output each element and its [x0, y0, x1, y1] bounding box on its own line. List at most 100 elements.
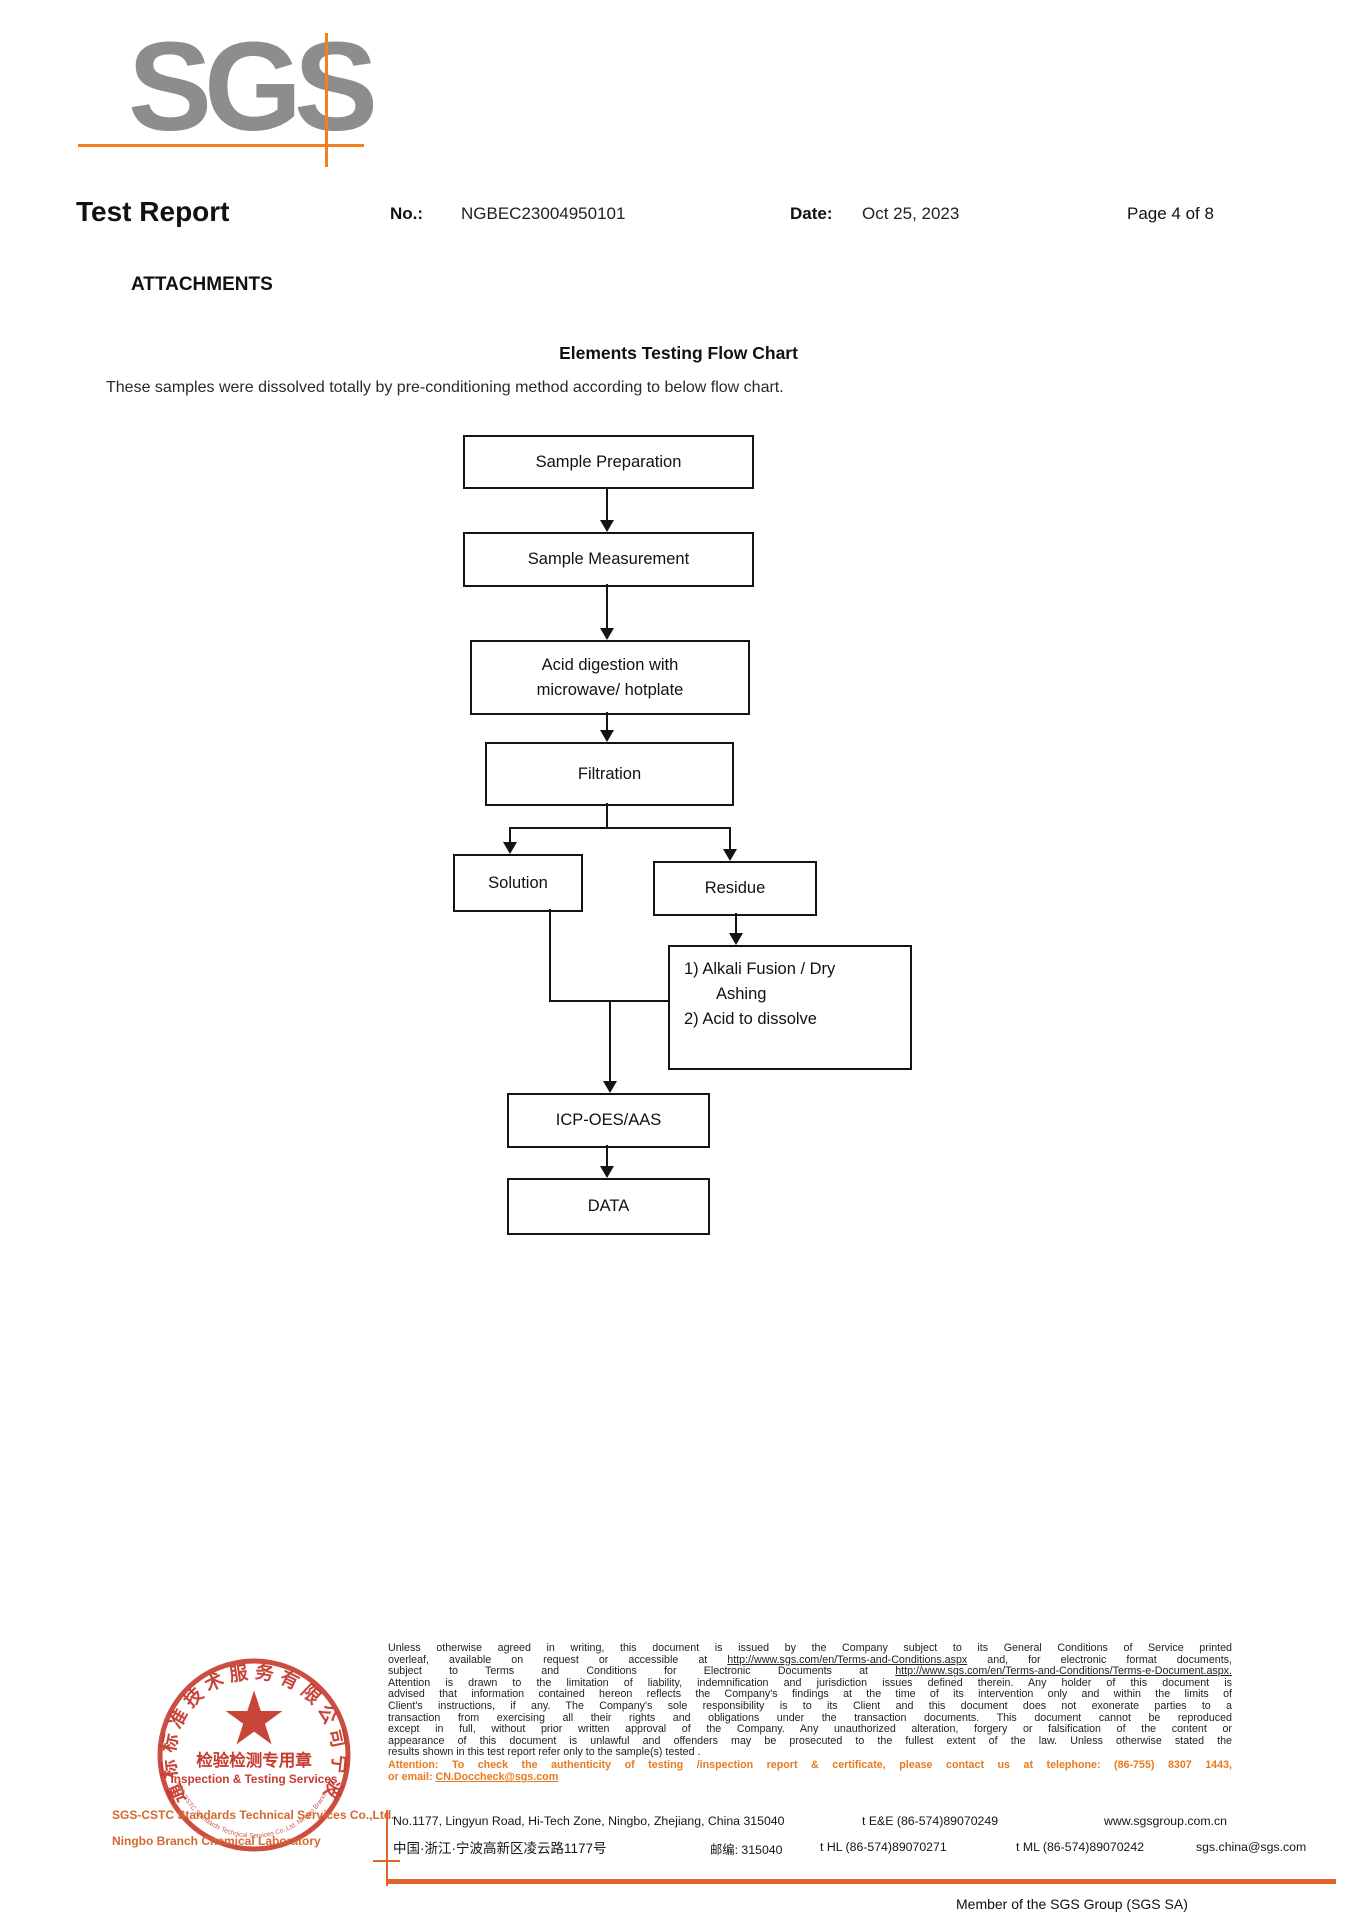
flow-box-solution: Solution: [453, 854, 583, 912]
website-url: www.sgsgroup.com.cn: [1104, 1814, 1228, 1828]
legal-text-segment: overleaf, available on request or access…: [388, 1653, 728, 1666]
legal-line: appearance of this document is unlawful …: [388, 1734, 1232, 1748]
phone-hl: t HL (86-574)89070271: [820, 1840, 947, 1854]
flow-line: [609, 1001, 611, 1081]
stamp-inner-cn: 检验检测专用章: [196, 1750, 312, 1770]
flow-box-icp-oes-aas: ICP-OES/AAS: [507, 1093, 710, 1148]
flow-line: [729, 827, 731, 849]
flow-line: [606, 803, 608, 828]
legal-text-segment: Attention: To check the authenticity of …: [388, 1759, 1232, 1771]
attention-line: Attention: To check the authenticity of …: [388, 1759, 1232, 1771]
footer-orange-rule: [386, 1879, 1336, 1884]
underlined-link-text: CN.Doccheck@sgs.com: [435, 1771, 559, 1784]
flow-box-label: Sample Preparation: [535, 452, 682, 471]
flow-line: [606, 487, 608, 521]
flow-box-label: Residue: [704, 879, 766, 897]
company-name-line: SGS-CSTC Standards Technical Services Co…: [112, 1808, 395, 1822]
flow-box-sample-preparation: Sample Preparation: [463, 435, 754, 489]
attention-line: or email: CN.Doccheck@sgs.com: [388, 1771, 1232, 1783]
footer-crosshair-dash: [373, 1860, 400, 1862]
legal-text-segment: or email:: [388, 1771, 436, 1784]
address-cn: 中国·浙江·宁波高新区凌云路1177号: [393, 1841, 607, 1856]
flow-line: [735, 913, 737, 933]
attachments-heading: ATTACHMENTS: [131, 274, 273, 295]
flow-line: [509, 827, 511, 842]
company-lab-line: Ningbo Branch Chemical Laboratory: [112, 1834, 321, 1848]
flow-box-alkali-fusion: 1) Alkali Fusion / Dry Ashing 2) Acid to…: [668, 945, 912, 1070]
alkali-line-3: 2) Acid to dissolve: [684, 1010, 817, 1028]
arrow-down-icon: [600, 520, 614, 532]
legal-line: overleaf, available on request or access…: [388, 1653, 1232, 1667]
legal-line: Attention is drawn to the limitation of …: [388, 1676, 1232, 1690]
logo-crosshair-vertical-line: [325, 33, 328, 167]
underlined-link-text: http://www.sgs.com/en/Terms-and-Conditio…: [895, 1665, 1232, 1678]
star-icon: ★: [221, 1677, 287, 1760]
flow-branch-line: [509, 827, 731, 829]
legal-line: subject to Terms and Conditions for Elec…: [388, 1665, 1232, 1678]
arrow-down-icon: [603, 1081, 617, 1093]
legal-text-segment: transaction from exercising all their ri…: [388, 1711, 1232, 1724]
flow-box-filtration: Filtration: [485, 742, 734, 806]
phone-ee: t E&E (86-574)89070249: [862, 1814, 999, 1828]
legal-line: advised that information contained hereo…: [388, 1689, 1232, 1701]
legal-text-segment: and, for electronic format documents,: [967, 1653, 1232, 1666]
alkali-line-2: Ashing: [716, 985, 767, 1003]
flow-merge-line: [549, 1000, 668, 1002]
flow-box-label: Acid digestion with microwave/ hotplate: [537, 653, 684, 703]
legal-text-segment: Attention is drawn to the limitation of …: [388, 1676, 1232, 1689]
legal-text-segment: Unless otherwise agreed in writing, this…: [388, 1642, 1232, 1654]
arrow-down-icon: [600, 628, 614, 640]
flow-line: [606, 712, 608, 730]
flowchart-title: Elements Testing Flow Chart: [559, 343, 798, 363]
flow-line: [549, 909, 551, 1002]
sgs-logo: SGS: [128, 16, 378, 157]
arrow-down-icon: [600, 730, 614, 742]
acid-line-1: Acid digestion with: [541, 655, 679, 674]
flow-box-label: Solution: [488, 873, 548, 892]
arrow-down-icon: [600, 1166, 614, 1178]
contact-email: sgs.china@sgs.com: [1196, 1840, 1307, 1854]
postcode: 邮编: 315040: [710, 1843, 783, 1857]
arrow-down-icon: [723, 849, 737, 861]
inspection-stamp: 通标标准技术服务有限公司宁波分公司 ★ 检验检测专用章 Inspection &…: [138, 1640, 351, 1852]
acid-line-2: microwave/ hotplate: [536, 680, 684, 699]
legal-line: except in full, without prior written ap…: [388, 1723, 1232, 1736]
flow-box-label: DATA: [587, 1197, 630, 1215]
flow-box-data: DATA: [507, 1178, 710, 1235]
legal-text-segment: except in full, without prior written ap…: [388, 1723, 1232, 1736]
legal-text-segment: advised that information contained hereo…: [388, 1688, 1232, 1701]
page-indicator: Page 4 of 8: [1127, 204, 1214, 223]
phone-ml: t ML (86-574)89070242: [1016, 1840, 1145, 1854]
arrow-down-icon: [503, 842, 517, 854]
flow-line: [606, 584, 608, 628]
flow-box-sample-measurement: Sample Measurement: [463, 532, 754, 587]
legal-line: results shown in this test report refer …: [388, 1747, 1232, 1759]
report-date-label: Date:: [790, 204, 833, 223]
flow-box-label: ICP-OES/AAS: [555, 1111, 662, 1129]
flow-line: [606, 1145, 608, 1166]
legal-text-segment: results shown in this test report refer …: [388, 1746, 701, 1759]
stamp-ring-circle: [157, 1658, 351, 1852]
flow-box-acid-digestion: Acid digestion with microwave/ hotplate: [470, 640, 750, 715]
underlined-link-text: http://www.sgs.com/en/Terms-and-Conditio…: [727, 1653, 968, 1666]
legal-line: transaction from exercising all their ri…: [388, 1711, 1232, 1725]
sgs-member-note: Member of the SGS Group (SGS SA): [956, 1896, 1188, 1912]
report-no-label: No.:: [390, 204, 424, 223]
legal-line: Client's instructions, if any. The Compa…: [388, 1700, 1232, 1713]
legal-text-segment: appearance of this document is unlawful …: [388, 1734, 1232, 1747]
legal-line: Unless otherwise agreed in writing, this…: [388, 1642, 1232, 1655]
arrow-down-icon: [729, 933, 743, 945]
address-en: No.1177, Lingyun Road, Hi-Tech Zone, Nin…: [393, 1814, 785, 1828]
legal-text-segment: subject to Terms and Conditions for Elec…: [388, 1665, 896, 1678]
flow-box-label: Sample Measurement: [527, 550, 690, 568]
alkali-line-1: 1) Alkali Fusion / Dry: [684, 960, 836, 978]
footer-vertical-divider: [386, 1810, 388, 1886]
stamp-inner-en: Inspection & Testing Services: [171, 1772, 338, 1786]
flow-box-residue: Residue: [653, 861, 817, 916]
flow-box-label: Filtration: [577, 764, 642, 783]
legal-text-block: Unless otherwise agreed in writing, this…: [388, 1642, 1232, 1759]
report-no-value: NGBEC23004950101: [461, 204, 626, 223]
attention-text-block: Attention: To check the authenticity of …: [388, 1759, 1232, 1784]
intro-sentence: These samples were dissolved totally by …: [106, 379, 784, 396]
